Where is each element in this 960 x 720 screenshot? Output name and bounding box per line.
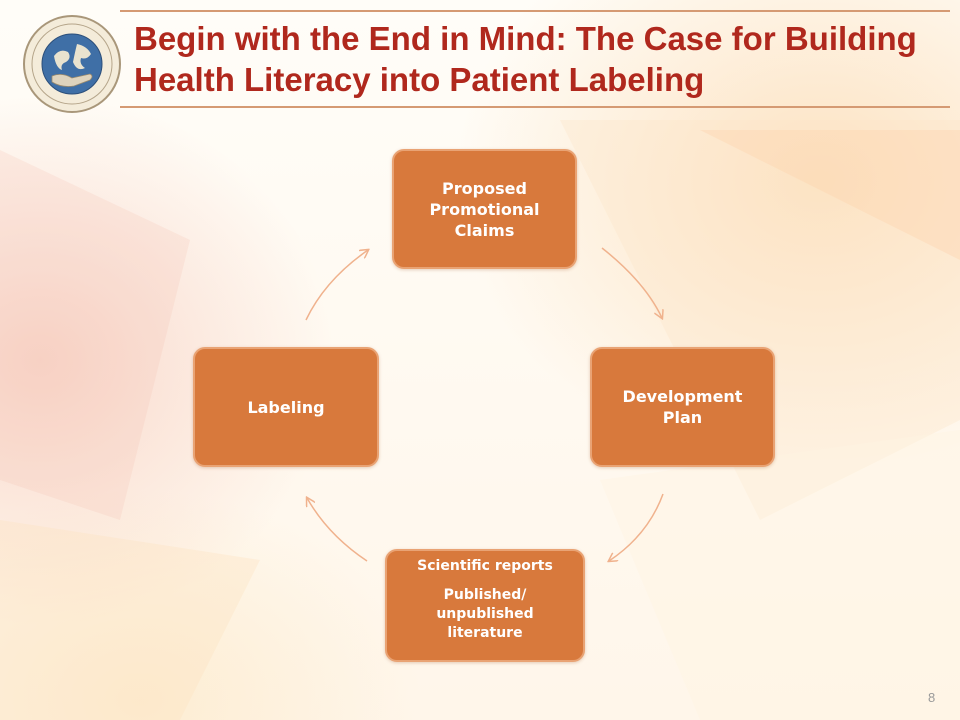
node-proposed-promotional-claims: Proposed Promotional Claims [392, 149, 577, 269]
arrow-scientific-to-labeling [307, 498, 368, 562]
arrow-claims-to-development [601, 247, 662, 318]
node-label: Proposed Promotional Claims [429, 178, 540, 240]
node-scientific-reports: Scientific reports Published/ unpublishe… [385, 549, 585, 662]
header-rule-bottom [120, 106, 950, 108]
node-label-line1: Scientific reports [417, 558, 553, 574]
node-label: Development Plan [622, 387, 743, 427]
slide-header: Begin with the End in Mind: The Case for… [0, 0, 960, 120]
slide-page-number: 8 [928, 690, 936, 705]
node-labeling: Labeling [193, 347, 379, 467]
arrow-development-to-scientific [609, 493, 664, 561]
slide-title: Begin with the End in Mind: The Case for… [134, 20, 917, 98]
header-rule-top [120, 10, 950, 12]
node-development-plan: Development Plan [590, 347, 775, 467]
globe-seal-logo [23, 15, 121, 113]
node-label: Labeling [247, 397, 325, 417]
node-label-line2: Published/ unpublished literature [436, 587, 534, 641]
arrow-labeling-to-claims [305, 250, 368, 321]
